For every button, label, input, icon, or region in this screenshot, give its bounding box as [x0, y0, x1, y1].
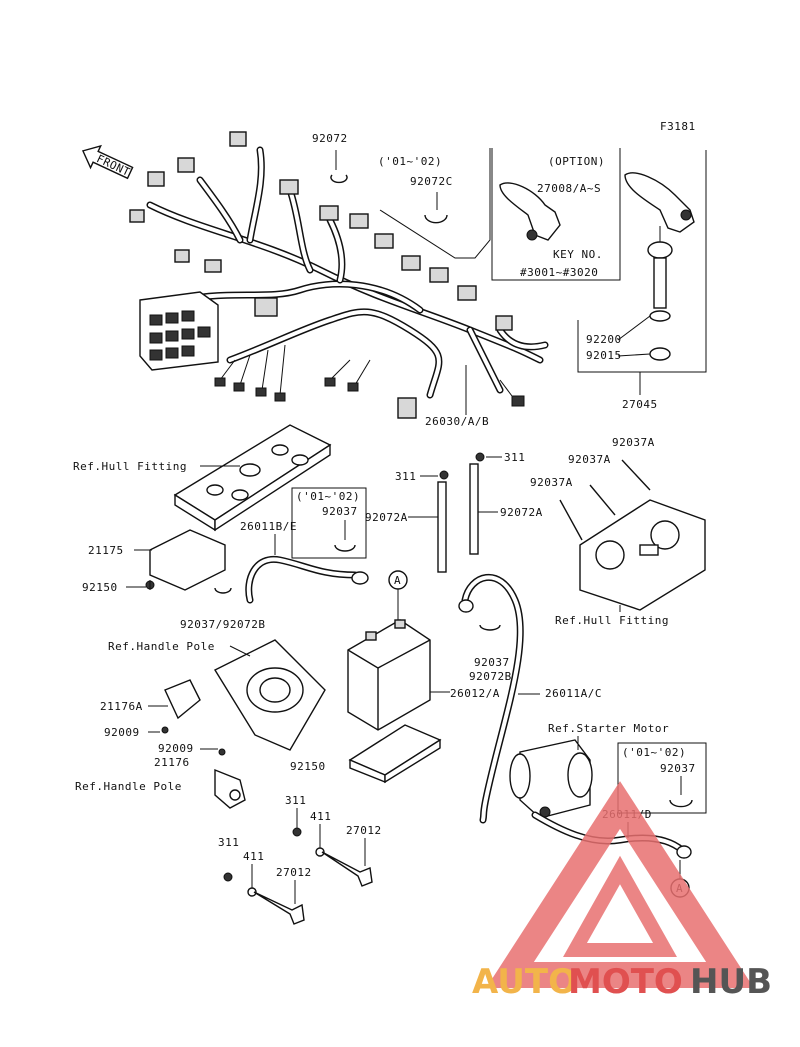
- callout-key-range: #3001~#3020: [520, 266, 598, 279]
- front-arrow-icon: FRONT: [81, 144, 134, 180]
- callout-92015: 92015: [586, 349, 622, 362]
- callout-92150-b: 92150: [290, 760, 326, 773]
- callout-311-c: 311: [285, 794, 306, 807]
- callout-26011ac: 26011A/C: [545, 687, 602, 700]
- callout-311-a: 311: [395, 470, 416, 483]
- watermark-text-hub: HUB: [690, 962, 772, 1002]
- bracket-21176a: [164, 679, 201, 720]
- clamp-92037-b: [334, 544, 356, 552]
- callout-92009-b: 92009: [158, 742, 194, 755]
- front-label: FRONT: [94, 152, 132, 179]
- callout-ref-handle-1: Ref.Handle Pole: [108, 640, 215, 653]
- callout-92072c: 92072C: [410, 175, 453, 188]
- watermark-text-auto: AUTO: [472, 962, 577, 1002]
- callout-311-d: 311: [218, 836, 239, 849]
- callout-21176: 21176: [154, 756, 190, 769]
- callout-21176a: 21176A: [100, 700, 143, 713]
- callout-92037a-c: 92037A: [530, 476, 573, 489]
- handle-pole-plate: [214, 639, 326, 751]
- callout-year-b: ('01~'02): [296, 490, 360, 503]
- callout-92072a-b: 92072A: [500, 506, 543, 519]
- callout-27008: 27008/A~S: [537, 182, 601, 195]
- option-key-group: (OPTION) 27008/A~S KEY NO. #3001~#3020: [491, 148, 621, 281]
- callout-ref-starter: Ref.Starter Motor: [548, 722, 669, 735]
- callout-311-b: 311: [504, 451, 525, 464]
- callout-26011be: 26011B/E: [240, 520, 297, 533]
- clamp-92072c: [424, 214, 448, 224]
- callout-27012-b: 27012: [276, 866, 312, 879]
- callout-26030: 26030/A/B: [425, 415, 489, 428]
- box-mount-top: [173, 424, 332, 532]
- callout-92037-92072b: 92037/92072B: [180, 618, 265, 631]
- battery-tray-bottom: [348, 724, 442, 784]
- terminal-27012-b: [253, 891, 305, 925]
- callout-92037-b: 92037: [322, 505, 358, 518]
- callout-27012-a: 27012: [346, 824, 382, 837]
- clamp-92072: [330, 174, 348, 184]
- callout-option: (OPTION): [548, 155, 605, 168]
- callout-92200: 92200: [586, 333, 622, 346]
- callout-411-b: 411: [243, 850, 264, 863]
- callout-ref-hull-1: Ref.Hull Fitting: [73, 460, 187, 473]
- callout-year-c: ('01~'02): [622, 746, 686, 759]
- callout-92037-d: 92037: [660, 762, 696, 775]
- terminal-27012-a: [321, 851, 373, 887]
- callout-ref-hull-2: Ref.Hull Fitting: [555, 614, 669, 627]
- clamp-92037-d: [669, 799, 693, 808]
- callout-year: ('01~'02): [378, 155, 442, 168]
- watermark-text-moto: MOTO: [568, 962, 683, 1002]
- key-switch-group: 92200 92015 27045: [577, 150, 707, 411]
- callout-92072: 92072: [312, 132, 348, 145]
- figure-code: F3181: [660, 120, 696, 133]
- main-harness: [129, 131, 549, 419]
- callout-21175: 21175: [88, 544, 124, 557]
- callout-92072b-c: 92072B: [469, 670, 512, 683]
- relay-21175: [145, 529, 226, 591]
- circle-a-label-1: A: [394, 574, 401, 587]
- callout-92009-a: 92009: [104, 726, 140, 739]
- callout-26012a: 26012/A: [450, 687, 500, 700]
- callout-92037a-a: 92037A: [612, 436, 655, 449]
- callout-92037-c: 92037: [474, 656, 510, 669]
- callout-ref-handle-2: Ref.Handle Pole: [75, 780, 182, 793]
- callout-411-a: 411: [310, 810, 331, 823]
- bracket-21176: [214, 768, 246, 809]
- callout-92072a-a: 92072A: [365, 511, 408, 524]
- battery-tray-right: [579, 499, 706, 611]
- battery-26012: [347, 619, 431, 731]
- callout-27045: 27045: [622, 398, 658, 411]
- callout-key-no: KEY NO.: [553, 248, 603, 261]
- callout-92150-a: 92150: [82, 581, 118, 594]
- callout-92037a-b: 92037A: [568, 453, 611, 466]
- watermark-logo: AUTO MOTO HUB: [472, 781, 772, 1002]
- starter-motor: [509, 739, 593, 819]
